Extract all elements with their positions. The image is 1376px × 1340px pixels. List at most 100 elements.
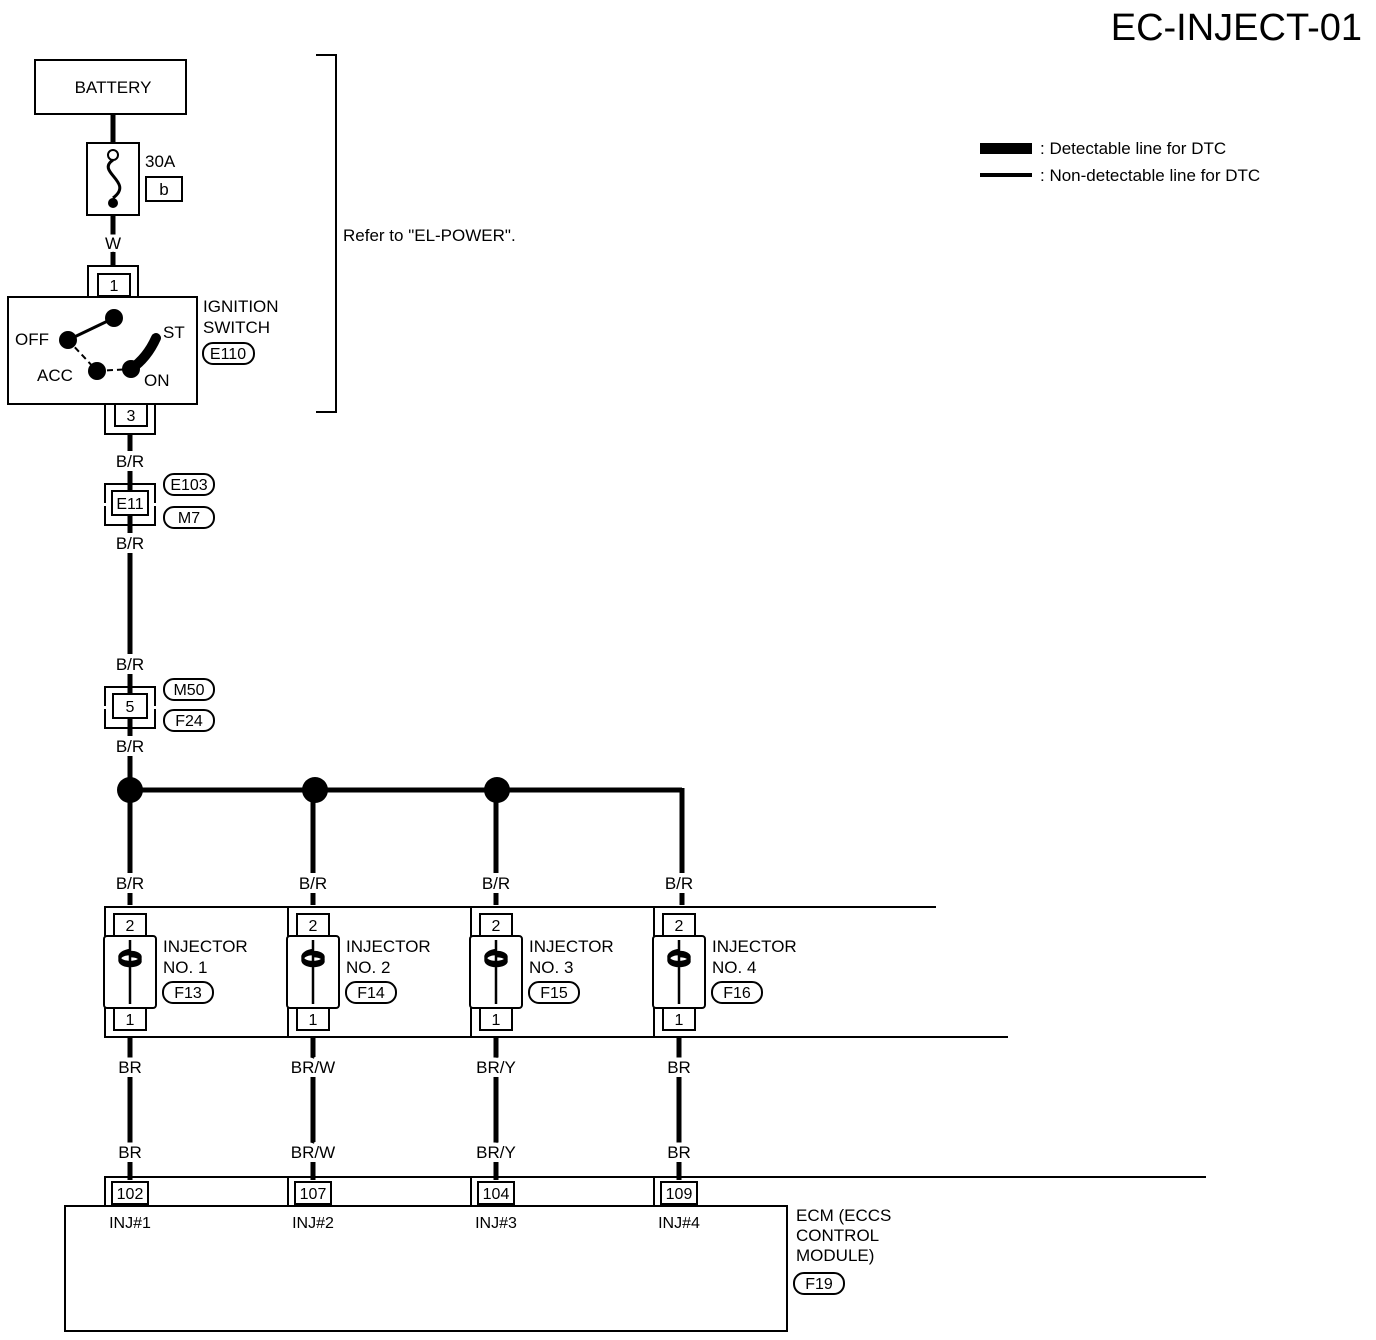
ecm-connector-badge — [793, 1272, 845, 1295]
ignition-off-label: OFF — [15, 330, 49, 349]
wire-color-ecm: BR — [118, 1143, 142, 1162]
connector-badge-e103 — [163, 473, 215, 496]
joint-connector-e11: E11 E103 M7 — [104, 473, 215, 529]
wire-color-br-1: B/R — [116, 452, 144, 471]
ignition-connector: E110 — [210, 346, 246, 363]
fuse-id: b — [159, 180, 168, 199]
wire-color-ecm: BR/W — [291, 1143, 335, 1162]
injector-name-2: NO. 2 — [346, 958, 390, 977]
legend-non-detectable-label: : Non-detectable line for DTC — [1040, 166, 1260, 185]
ecm-pin: 107 — [300, 1186, 327, 1203]
injector-connector: F14 — [357, 985, 385, 1002]
legend-non-detectable-swatch — [980, 173, 1032, 177]
wire-color-top: B/R — [299, 874, 327, 893]
ecm-pin: 104 — [483, 1186, 510, 1203]
svg-text:5: 5 — [126, 699, 135, 716]
splice-bus — [117, 777, 685, 905]
fuse: 30A b — [86, 142, 183, 216]
injector-coil-icon — [667, 940, 691, 1004]
ignition-pin-3: 3 — [104, 403, 156, 435]
fuse-rating: 30A — [145, 152, 176, 171]
wire-color-br-3: B/R — [116, 655, 144, 674]
refer-note: Refer to "EL-POWER". — [343, 226, 516, 245]
wire-color-w: W — [105, 234, 121, 253]
wire-color-bottom: BR — [667, 1058, 691, 1077]
ecm-label-1: ECM (ECCS — [796, 1206, 891, 1225]
injector-name-1: INJECTOR — [712, 937, 797, 956]
ignition-st-label: ST — [163, 323, 185, 342]
injector-pin-top: 2 — [126, 918, 135, 935]
wire-color-top: B/R — [665, 874, 693, 893]
svg-text:3: 3 — [127, 408, 136, 425]
svg-text:E11: E11 — [116, 496, 143, 513]
ecm-box — [64, 1205, 788, 1332]
legend: : Detectable line for DTC : Non-detectab… — [980, 139, 1260, 185]
injector-connector-badge — [162, 981, 214, 1004]
injector-name-1: INJECTOR — [529, 937, 614, 956]
ecm-pin: 109 — [666, 1186, 693, 1203]
injector-name-1: INJECTOR — [346, 937, 431, 956]
svg-text:M50: M50 — [173, 682, 204, 699]
joint-connector-5: 5 M50 F24 — [104, 678, 215, 732]
svg-text:E103: E103 — [170, 477, 207, 494]
ecm: ECM (ECCS CONTROL MODULE) F19 — [64, 1205, 891, 1332]
ecm-connector: F19 — [805, 1276, 833, 1293]
injector-coil-icon — [118, 940, 142, 1004]
svg-text:F24: F24 — [175, 713, 203, 730]
legend-detectable-swatch — [980, 143, 1032, 154]
injector-connector: F15 — [540, 985, 568, 1002]
wire-color-bottom: BR/W — [291, 1058, 335, 1077]
connector-badge-m7 — [163, 506, 215, 529]
injector-coil-icon — [301, 940, 325, 1004]
injector-name-2: NO. 4 — [712, 958, 756, 977]
wire-color-br-2: B/R — [116, 534, 144, 553]
injector-pin-bottom: 1 — [675, 1012, 684, 1029]
ecm-label-3: MODULE) — [796, 1246, 874, 1265]
svg-text:M7: M7 — [178, 510, 200, 527]
wire-color-ecm: BR — [667, 1143, 691, 1162]
ecm-pin: 102 — [117, 1186, 144, 1203]
wire-color-br-4: B/R — [116, 737, 144, 756]
battery: BATTERY — [34, 59, 187, 115]
injector-name-1: INJECTOR — [163, 937, 248, 956]
wire-color-top: B/R — [116, 874, 144, 893]
injector-connector: F16 — [723, 985, 751, 1002]
reference-bracket: Refer to "EL-POWER". — [316, 54, 516, 413]
ecm-terminal-label: INJ#3 — [475, 1215, 517, 1232]
ecm-terminal-label: INJ#1 — [109, 1215, 151, 1232]
ignition-acc-label: ACC — [37, 366, 73, 385]
ignition-on-label: ON — [144, 371, 170, 390]
wire-color-bottom: BR — [118, 1058, 142, 1077]
wire-color-top: B/R — [482, 874, 510, 893]
injector-pin-bottom: 1 — [492, 1012, 501, 1029]
injector-connector-badge — [711, 981, 763, 1004]
ecm-terminal-label: INJ#2 — [292, 1215, 334, 1232]
injector-pin-bottom: 1 — [309, 1012, 318, 1029]
fuse-id-box — [145, 176, 183, 202]
ecm-label-2: CONTROL — [796, 1226, 879, 1245]
battery-label: BATTERY — [75, 78, 152, 97]
ignition-pin-1: 1 — [87, 265, 139, 297]
ignition-title-2: SWITCH — [203, 318, 270, 337]
injector-pin-top: 2 — [492, 918, 501, 935]
injector-connector-badge — [345, 981, 397, 1004]
ignition-connector-badge — [202, 342, 255, 365]
injector-pin-bottom: 1 — [126, 1012, 135, 1029]
svg-text:1: 1 — [110, 278, 119, 295]
page-title: EC-INJECT-01 — [1111, 7, 1362, 49]
wire-color-bottom: BR/Y — [476, 1058, 516, 1077]
injector-pin-top: 2 — [675, 918, 684, 935]
ignition-switch: OFF ACC ON ST IGNITION SWITCH E110 — [7, 296, 279, 405]
ecm-terminal-label: INJ#4 — [658, 1215, 700, 1232]
ignition-title-1: IGNITION — [203, 297, 279, 316]
injector-name-2: NO. 3 — [529, 958, 573, 977]
connector-badge-f24 — [163, 709, 215, 732]
injector-name-2: NO. 1 — [163, 958, 207, 977]
injector-connector-badge — [528, 981, 580, 1004]
injector-pin-top: 2 — [309, 918, 318, 935]
